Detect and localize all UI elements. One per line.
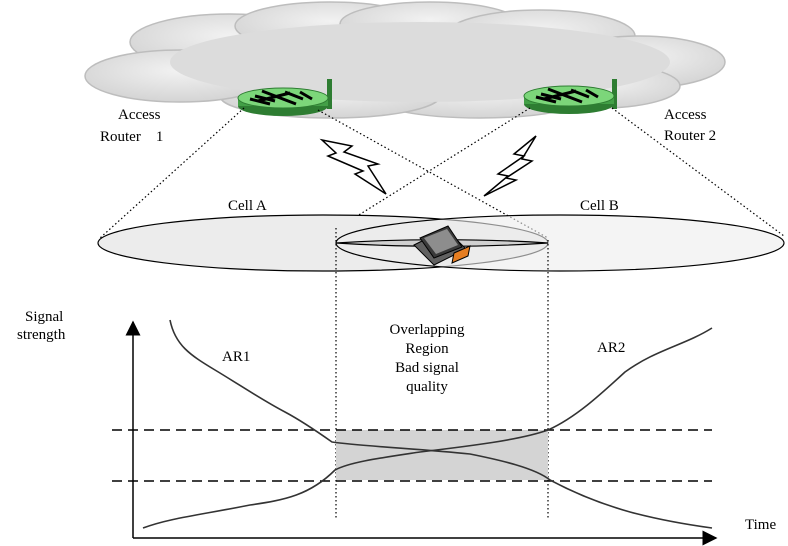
x-axis-label: Time xyxy=(745,517,776,533)
overlap-line-4: quality xyxy=(406,379,448,395)
overlap-line-1: Overlapping xyxy=(390,322,465,338)
lightning-icon xyxy=(483,135,537,197)
ar1-curve-label: AR1 xyxy=(222,349,250,365)
cell-a-label: Cell A xyxy=(228,198,267,214)
ar2-curve-label: AR2 xyxy=(597,340,625,356)
router1-label-line1: Access xyxy=(118,107,161,123)
router2-label-line1: Access xyxy=(664,107,707,123)
router1-label-line2: Router 1 xyxy=(100,129,163,145)
overlap-annotation: Overlapping Region Bad signal quality xyxy=(390,322,465,395)
overlap-line-3: Bad signal xyxy=(395,360,459,376)
overlap-line-2: Region xyxy=(405,341,449,357)
threshold-lines xyxy=(112,429,712,482)
cell-b-label: Cell B xyxy=(580,198,619,214)
ar2-signal-curve xyxy=(142,327,713,529)
cloud-icon xyxy=(84,1,726,119)
y-axis-label-line2: strength xyxy=(17,327,66,343)
router-icon xyxy=(523,79,617,114)
router-icon xyxy=(237,79,332,116)
lightning-icon xyxy=(319,138,387,195)
ar1-signal-curve xyxy=(169,319,713,529)
laptop-icon xyxy=(413,225,471,266)
router2-label-line2: Router 2 xyxy=(664,128,716,144)
y-axis-label-line1: Signal xyxy=(25,309,63,325)
coverage-lines xyxy=(99,107,785,239)
